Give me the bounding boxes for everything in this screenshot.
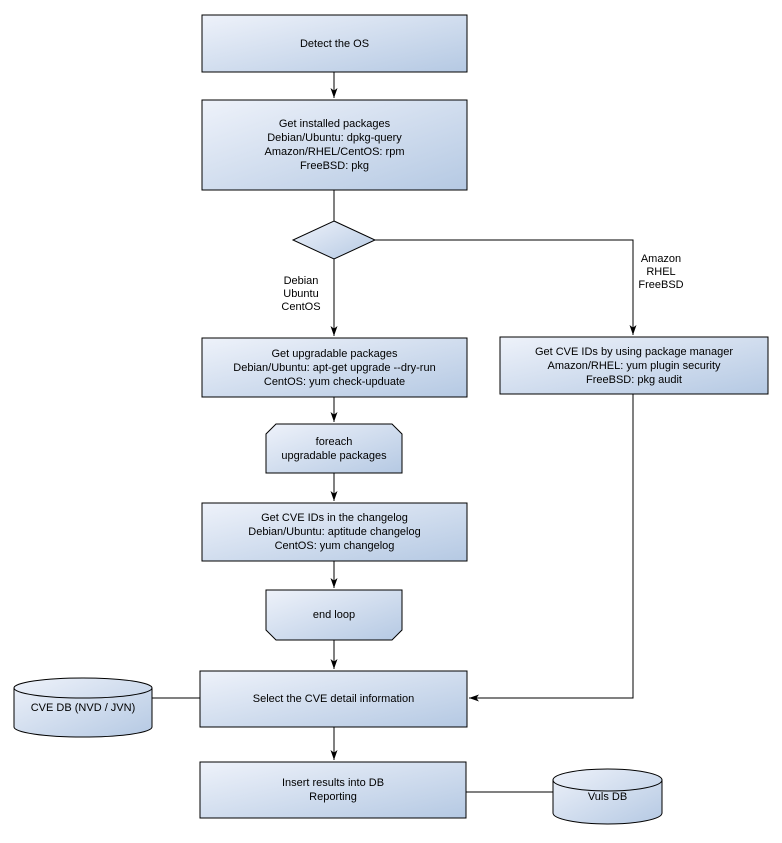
node-select-cve-detail [199,670,468,728]
node-get-upgradable-packages [201,337,468,398]
node-insert-results [199,761,467,819]
decision-diamond [291,220,377,260]
edge-pkg-manager-to-select [469,394,634,702]
db-cve-db-cylinder [13,677,153,738]
node-detect-os [201,14,468,73]
node-get-installed-packages [201,99,468,191]
db-cve-db-cylinder-rim [13,687,153,699]
node-get-cve-ids-package-manager [499,336,769,395]
loop-end [265,589,403,641]
edge-decision-to-pkg-manager [375,239,637,335]
node-get-cve-ids-changelog [201,502,468,562]
loop-start-foreach [265,423,403,474]
db-vuls-db-cylinder [552,768,663,825]
db-vuls-db-cylinder-rim [552,779,663,792]
